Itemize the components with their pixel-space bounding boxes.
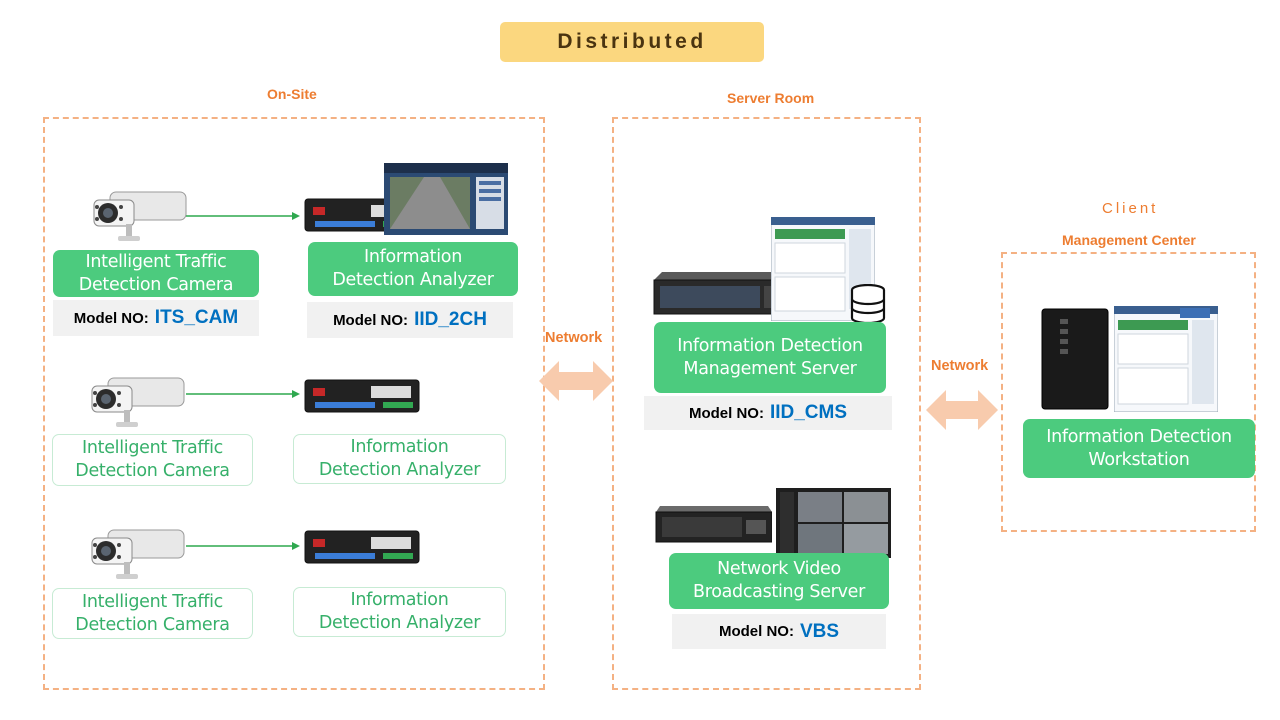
analyzer-label-1: Information Detection Analyzer — [308, 242, 518, 296]
camera-label-1: Intelligent Traffic Detection Camera — [53, 250, 259, 297]
server-room-section-label: Server Room — [727, 90, 815, 106]
traffic-camera-image — [86, 372, 186, 430]
workstation-pc-image — [1040, 307, 1112, 412]
camera-model-value: ITS_CAM — [154, 307, 239, 328]
network-label-2: Network — [931, 358, 989, 374]
analyzer-model-box: Model NO: IID_2CH — [307, 302, 513, 338]
detection-analyzer-image — [303, 376, 421, 416]
client-label: Client — [1102, 200, 1159, 217]
database-icon — [850, 284, 886, 324]
management-center-zone — [1001, 252, 1256, 532]
traffic-camera-image — [88, 186, 188, 244]
page-title: Distributed — [557, 30, 707, 53]
camera-model-box: Model NO: ITS_CAM — [53, 300, 259, 336]
server-room-zone — [612, 117, 921, 690]
model-prefix: Model NO: — [688, 404, 764, 422]
camera-label-2: Intelligent Traffic Detection Camera — [52, 434, 253, 486]
model-prefix: Model NO: — [333, 311, 409, 329]
onsite-zone — [43, 117, 545, 690]
page-title-box: Distributed — [500, 22, 764, 62]
analyzer-label-3: Information Detection Analyzer — [293, 587, 506, 637]
analyzer-model-value: IID_2CH — [414, 309, 487, 330]
onsite-section-label: On-Site — [267, 86, 317, 102]
workstation-monitor-screen — [1114, 306, 1218, 412]
camera-to-analyzer-arrow — [186, 390, 300, 398]
network-label-1: Network — [545, 330, 603, 346]
vbs-model-value: VBS — [799, 620, 840, 642]
workstation-label: Information Detection Workstation — [1023, 419, 1255, 478]
management-center-label: Management Center — [1062, 232, 1196, 248]
nvr-server-image — [654, 502, 772, 546]
cms-model-box: Model NO: IID_CMS — [644, 396, 892, 430]
traffic-monitor-screen — [384, 163, 508, 235]
vbs-model-box: Model NO: VBS — [672, 614, 886, 649]
network-double-arrow-2 — [926, 388, 998, 432]
model-prefix: Model NO: — [718, 623, 794, 640]
model-prefix: Model NO: — [73, 309, 149, 327]
camera-label-3: Intelligent Traffic Detection Camera — [52, 588, 253, 639]
network-double-arrow-1 — [539, 359, 613, 403]
cms-label: Information Detection Management Server — [654, 322, 886, 393]
camera-to-analyzer-arrow — [186, 212, 300, 220]
detection-analyzer-image — [303, 527, 421, 567]
cctv-monitor-screen — [776, 488, 891, 558]
cms-model-value: IID_CMS — [769, 402, 848, 423]
analyzer-label-2: Information Detection Analyzer — [293, 434, 506, 484]
traffic-camera-image — [86, 524, 186, 582]
vbs-label: Network Video Broadcasting Server — [669, 553, 889, 609]
camera-to-analyzer-arrow — [186, 542, 300, 550]
